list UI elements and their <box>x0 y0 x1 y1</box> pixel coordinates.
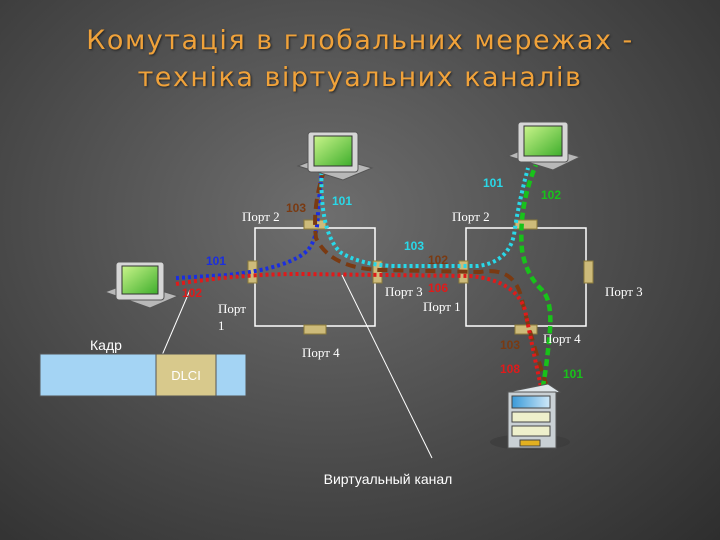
dlci-left-red: 102 <box>182 286 202 300</box>
dlci-top-cyan: 101 <box>332 194 352 208</box>
title-line-2: техніка віртуальних каналів <box>137 62 583 93</box>
computer-top-right-icon <box>506 121 582 171</box>
dlci-mid-brown: 102 <box>428 253 448 267</box>
dlci-top-brown: 103 <box>286 201 306 215</box>
server-icon <box>490 383 570 450</box>
dlci-bottom-red: 108 <box>500 362 520 376</box>
dlci-left-blue: 101 <box>206 254 226 268</box>
dlci-field-box <box>155 353 217 397</box>
computer-left-icon <box>103 261 180 309</box>
dlci-right-green: 102 <box>541 188 561 202</box>
channel-green <box>519 159 553 393</box>
channel-cyan <box>319 159 530 268</box>
dlci-field-label: DLCI <box>171 368 201 383</box>
dlci-mid-red: 106 <box>428 281 448 295</box>
port-label-s1-p1b: 1 <box>218 318 225 333</box>
port-label-s2-p4: Порт 4 <box>543 331 581 346</box>
port-connectors <box>247 219 594 335</box>
port-label-s1-p3: Порт 3 <box>385 284 423 299</box>
slide-title: Комутація в глобальних мережах - техніка… <box>0 22 720 96</box>
channel-brown <box>313 167 550 391</box>
port-label-s1-p1a: Порт <box>218 301 246 316</box>
virtual-channel-pointer-line <box>341 274 433 459</box>
dlci-bottom-green: 101 <box>563 367 583 381</box>
frame-pointer-line <box>159 289 191 361</box>
frame-caption: Кадр <box>90 337 122 353</box>
port-label-s2-p3: Порт 3 <box>605 284 643 299</box>
port-label-s1-p4: Порт 4 <box>302 345 340 360</box>
port-label-s2-p1: Порт 1 <box>423 299 461 314</box>
channel-red <box>175 271 544 393</box>
dlci-mid-cyan: 103 <box>404 239 424 253</box>
dlci-bottom-brown: 103 <box>500 338 520 352</box>
computer-top-left-icon <box>296 131 374 181</box>
dlci-right-cyan: 101 <box>483 176 503 190</box>
port-label-s2-p2: Порт 2 <box>452 209 490 224</box>
title-line-1: Комутація в глобальних мережах - <box>86 25 634 56</box>
switch-left <box>254 227 376 327</box>
virtual-channel-caption: Виртуальный канал <box>324 471 453 487</box>
port-label-s1-p2: Порт 2 <box>242 209 280 224</box>
